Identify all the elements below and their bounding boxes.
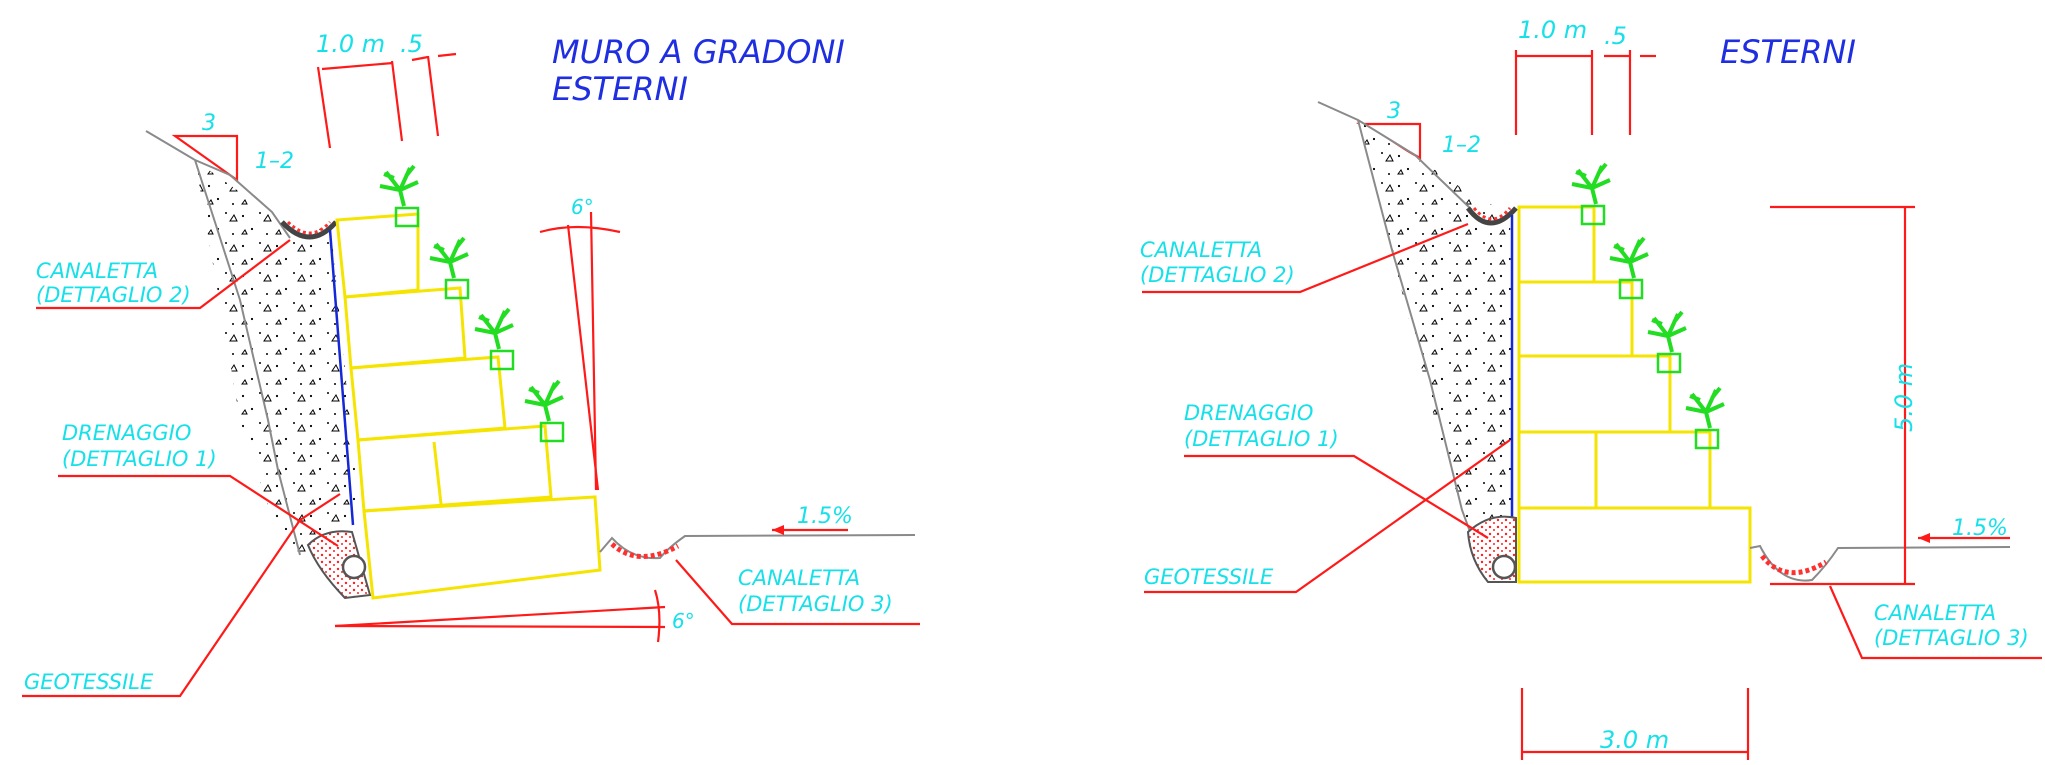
right-base-label: 3.0 m [1600,726,1669,754]
left-dim-1m: 1.0 m [316,30,385,58]
left-canaletta-2-shape [280,220,338,240]
svg-text:CANALETTA: CANALETTA [1140,238,1262,262]
svg-text:(DETTAGLIO 1): (DETTAGLIO 1) [62,447,217,471]
left-gabion-stack [335,212,602,600]
right-slope-indicator: 3 1–2 [1355,99,1481,160]
left-slope-indicator: 3 1–2 [171,111,294,183]
right-label-drenaggio: DRENAGGIO (DETTAGLIO 1) [1184,401,1489,539]
svg-text:DRENAGGIO: DRENAGGIO [62,421,191,445]
svg-text:GEOTESSILE: GEOTESSILE [24,670,154,694]
left-title-line1: MURO A GRADONI [552,33,845,71]
left-label-canaletta-2: CANALETTA (DETTAGLIO 2) [36,239,291,310]
svg-text:(DETTAGLIO 2): (DETTAGLIO 2) [1140,263,1295,287]
left-slope-3: 3 [202,111,216,136]
right-dim-1m: 1.0 m [1518,16,1587,44]
left-vegetation [379,164,565,443]
left-title-line2: ESTERNI [552,70,688,108]
right-slope-3: 3 [1387,99,1401,124]
right-height-label: 5.0 m [1890,363,1918,432]
left-section: MURO A GRADONI ESTERNI 1.0 m .5 3 1–2 [22,30,920,698]
left-top-dimension: 1.0 m .5 [316,30,457,149]
left-label-drenaggio: DRENAGGIO (DETTAGLIO 1) [58,421,339,547]
svg-text:(DETTAGLIO 3): (DETTAGLIO 3) [738,592,893,616]
right-grade: 1.5% [1918,516,2010,543]
svg-text:GEOTESSILE: GEOTESSILE [1144,565,1274,589]
right-slope-ratio: 1–2 [1442,133,1481,158]
svg-text:(DETTAGLIO 2): (DETTAGLIO 2) [36,283,191,307]
right-base-dimension: 3.0 m [1520,688,1750,760]
right-label-canaletta-3: CANALETTA (DETTAGLIO 3) [1828,585,2042,660]
left-label-geotessile: GEOTESSILE [22,493,341,698]
right-title: ESTERNI [1720,33,1856,71]
svg-text:CANALETTA: CANALETTA [1874,601,1996,625]
left-angle-bottom-label: 6° [672,609,695,633]
right-dim-05: .5 [1604,22,1627,50]
left-label-canaletta-3: CANALETTA (DETTAGLIO 3) [675,559,920,626]
right-section: ESTERNI 1.0 m .5 3 1–2 [1140,16,2042,760]
left-angle-top: 6° [539,195,621,491]
svg-text:CANALETTA: CANALETTA [36,259,158,283]
right-gabion-stack [1517,205,1752,584]
right-label-geotessile: GEOTESSILE [1144,439,1511,594]
left-grade: 1.5% [772,504,853,535]
svg-text:DRENAGGIO: DRENAGGIO [1184,401,1313,425]
left-angle-bottom: 6° [334,589,695,643]
left-drain-pipe [306,530,372,600]
left-grade-label: 1.5% [797,504,853,529]
left-angle-top-label: 6° [571,195,594,219]
left-drain-line [328,229,355,526]
right-label-canaletta-2: CANALETTA (DETTAGLIO 2) [1140,222,1469,294]
right-top-dimension: 1.0 m .5 [1514,16,1656,135]
right-vegetation [1571,162,1725,450]
svg-text:(DETTAGLIO 3): (DETTAGLIO 3) [1874,626,2029,650]
right-height-dimension: 5.0 m [1770,205,1918,586]
svg-text:(DETTAGLIO 1): (DETTAGLIO 1) [1184,427,1339,451]
right-grade-label: 1.5% [1952,516,2008,541]
left-dim-05: .5 [400,30,423,58]
right-canaletta-2-shape [1465,206,1518,226]
left-slope-ratio: 1–2 [255,149,294,174]
svg-text:CANALETTA: CANALETTA [738,566,860,590]
right-drain-pipe [1466,515,1517,583]
